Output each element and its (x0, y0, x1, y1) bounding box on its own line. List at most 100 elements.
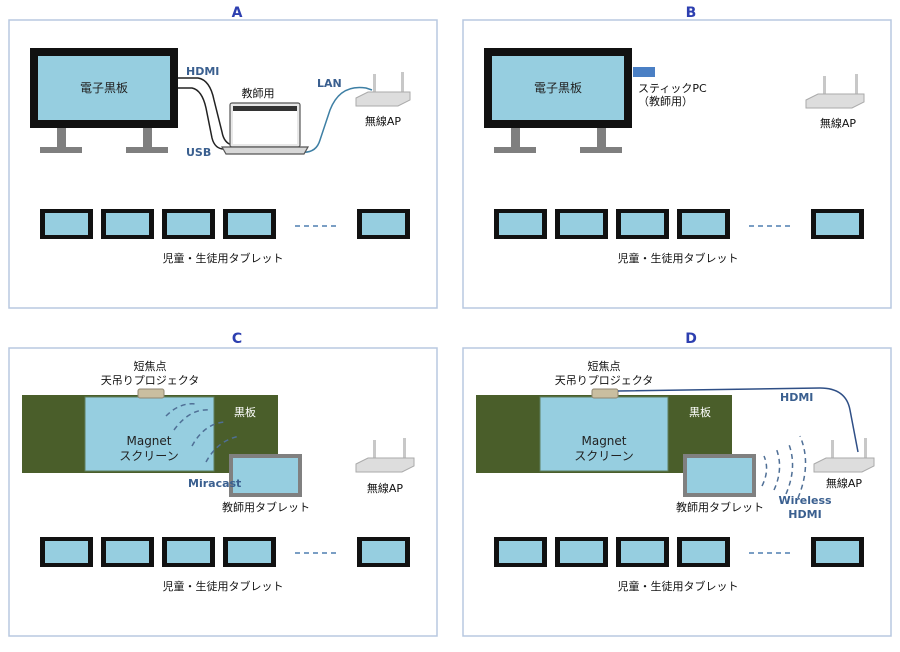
student-tablet (616, 537, 669, 567)
magnet-screen-label-d-2: スクリーン (574, 449, 633, 463)
ap-antenna-right (864, 438, 867, 460)
ap-antenna-left (373, 440, 376, 460)
panel-a-letter: A (232, 5, 243, 21)
student-tablet (555, 537, 608, 567)
panel-d-letter: D (685, 331, 697, 347)
whiteboard-foot-left (494, 147, 536, 153)
panel-a-frame (8, 19, 438, 309)
ap-antenna-right (855, 74, 858, 96)
projector-label-d-1: 短焦点 (588, 359, 621, 373)
whiteboard-stand-right (597, 126, 606, 148)
panel-c-letter: C (232, 331, 242, 347)
student-tablet (223, 537, 276, 567)
hdmi-label-d: HDMI (780, 391, 813, 404)
wireless-ap-d: 無線AP (813, 438, 875, 490)
student-tablet (811, 209, 864, 239)
wireless-ap-a: 無線AP (355, 72, 411, 128)
whiteboard-foot-right (580, 147, 622, 153)
wireless-hdmi-label-2: HDMI (788, 508, 821, 521)
whiteboard-stand-left (511, 126, 520, 148)
student-tablet (223, 209, 276, 239)
student-tablet (494, 209, 547, 239)
miracast-label: Miracast (188, 477, 241, 490)
wireless-ap-b: 無線AP (805, 74, 865, 130)
laptop-screen (233, 111, 297, 144)
whiteboard-label: 電子黒板 (80, 81, 128, 95)
projector-label-c-1: 短焦点 (134, 359, 167, 373)
miracast-waves (165, 403, 241, 463)
student-tablet (162, 537, 215, 567)
usb-cable (178, 87, 240, 150)
blackboard-label-c: 黒板 (234, 405, 256, 419)
whiteboard-foot-right (126, 147, 168, 153)
panel-c: C 短焦点 天吊りプロジェクタ Magnet スクリーン 黒板 教師用タブレット… (8, 331, 438, 637)
lan-label-a: LAN (317, 77, 342, 90)
student-tablets-b: 児童・生徒用タブレット (494, 209, 864, 265)
student-tablet (677, 209, 730, 239)
ap-label-d: 無線AP (826, 476, 863, 490)
panel-c-frame (8, 347, 438, 637)
projector-label-d-2: 天吊りプロジェクタ (555, 374, 654, 387)
ap-antenna-left (831, 440, 834, 460)
tablets-label-a: 児童・生徒用タブレット (163, 251, 284, 265)
magnet-screen-label-c-2: スクリーン (119, 449, 178, 463)
student-tablet (40, 537, 93, 567)
teacher-tablet-d: 教師用タブレット (676, 454, 764, 514)
student-tablet (616, 209, 669, 239)
teacher-laptop: 教師用 (220, 87, 310, 155)
ap-antenna-left (373, 74, 376, 94)
teacher-tablet-label-d: 教師用タブレット (676, 500, 764, 514)
wireless-hdmi-label-1: Wireless (778, 494, 832, 507)
laptop-label: 教師用 (242, 87, 275, 100)
projector-d (591, 388, 619, 399)
student-tablet (101, 537, 154, 567)
hdmi-cable-d (617, 387, 859, 453)
whiteboard-stand-left (57, 126, 66, 148)
whiteboard-stand-right (143, 126, 152, 148)
ap-body (355, 457, 415, 473)
panel-b-frame (462, 19, 892, 309)
laptop-toolbar (233, 106, 297, 111)
magnet-screen-label-d-1: Magnet (581, 434, 626, 448)
student-tablet (494, 537, 547, 567)
interactive-whiteboard-a: 電子黒板 (30, 48, 178, 153)
ap-body (813, 457, 875, 473)
stick-pc-label: スティックPC (638, 82, 707, 95)
ap-label-c: 無線AP (367, 481, 404, 495)
teacher-tablet-c: 教師用タブレット (222, 454, 310, 514)
panel-d: D 短焦点 天吊りプロジェクタ Magnet スクリーン 黒板 HDMI 教師用… (462, 331, 892, 637)
teacher-tablet-label-c: 教師用タブレット (222, 500, 310, 514)
teacher-tablet-screen (687, 458, 752, 493)
student-tablet (555, 209, 608, 239)
ap-label-b: 無線AP (820, 116, 857, 130)
ap-body (355, 91, 411, 107)
whiteboard-screen (492, 56, 624, 120)
tablets-label-c: 児童・生徒用タブレット (163, 579, 284, 593)
student-tablets-a: 児童・生徒用タブレット (40, 209, 410, 265)
panel-a: A 電子黒板 HDMI USB LAN 教師用 (8, 5, 438, 309)
teacher-tablet-screen (233, 458, 298, 493)
whiteboard-foot-left (40, 147, 82, 153)
student-tablet (677, 537, 730, 567)
student-tablet (162, 209, 215, 239)
ap-body (805, 93, 865, 109)
tablets-label-d: 児童・生徒用タブレット (618, 579, 739, 593)
lan-cable (299, 86, 373, 153)
stick-pc: スティックPC （教師用） (633, 67, 707, 108)
usb-label-a: USB (186, 146, 211, 159)
whiteboard-screen (38, 56, 170, 120)
student-tablets-c: 児童・生徒用タブレット (40, 537, 410, 593)
blackboard-label-d: 黒板 (689, 405, 711, 419)
student-tablet (357, 209, 410, 239)
ap-label-a: 無線AP (365, 114, 402, 128)
ap-antenna-right (401, 72, 404, 94)
projector-label-c-2: 天吊りプロジェクタ (101, 374, 200, 387)
interactive-whiteboard-b: 電子黒板 (484, 48, 632, 153)
wireless-hdmi-waves (761, 435, 807, 499)
student-tablet (357, 537, 410, 567)
ap-antenna-right (403, 438, 406, 460)
student-tablets-d: 児童・生徒用タブレット (494, 537, 864, 593)
student-tablet (811, 537, 864, 567)
ap-antenna-left (823, 76, 826, 96)
